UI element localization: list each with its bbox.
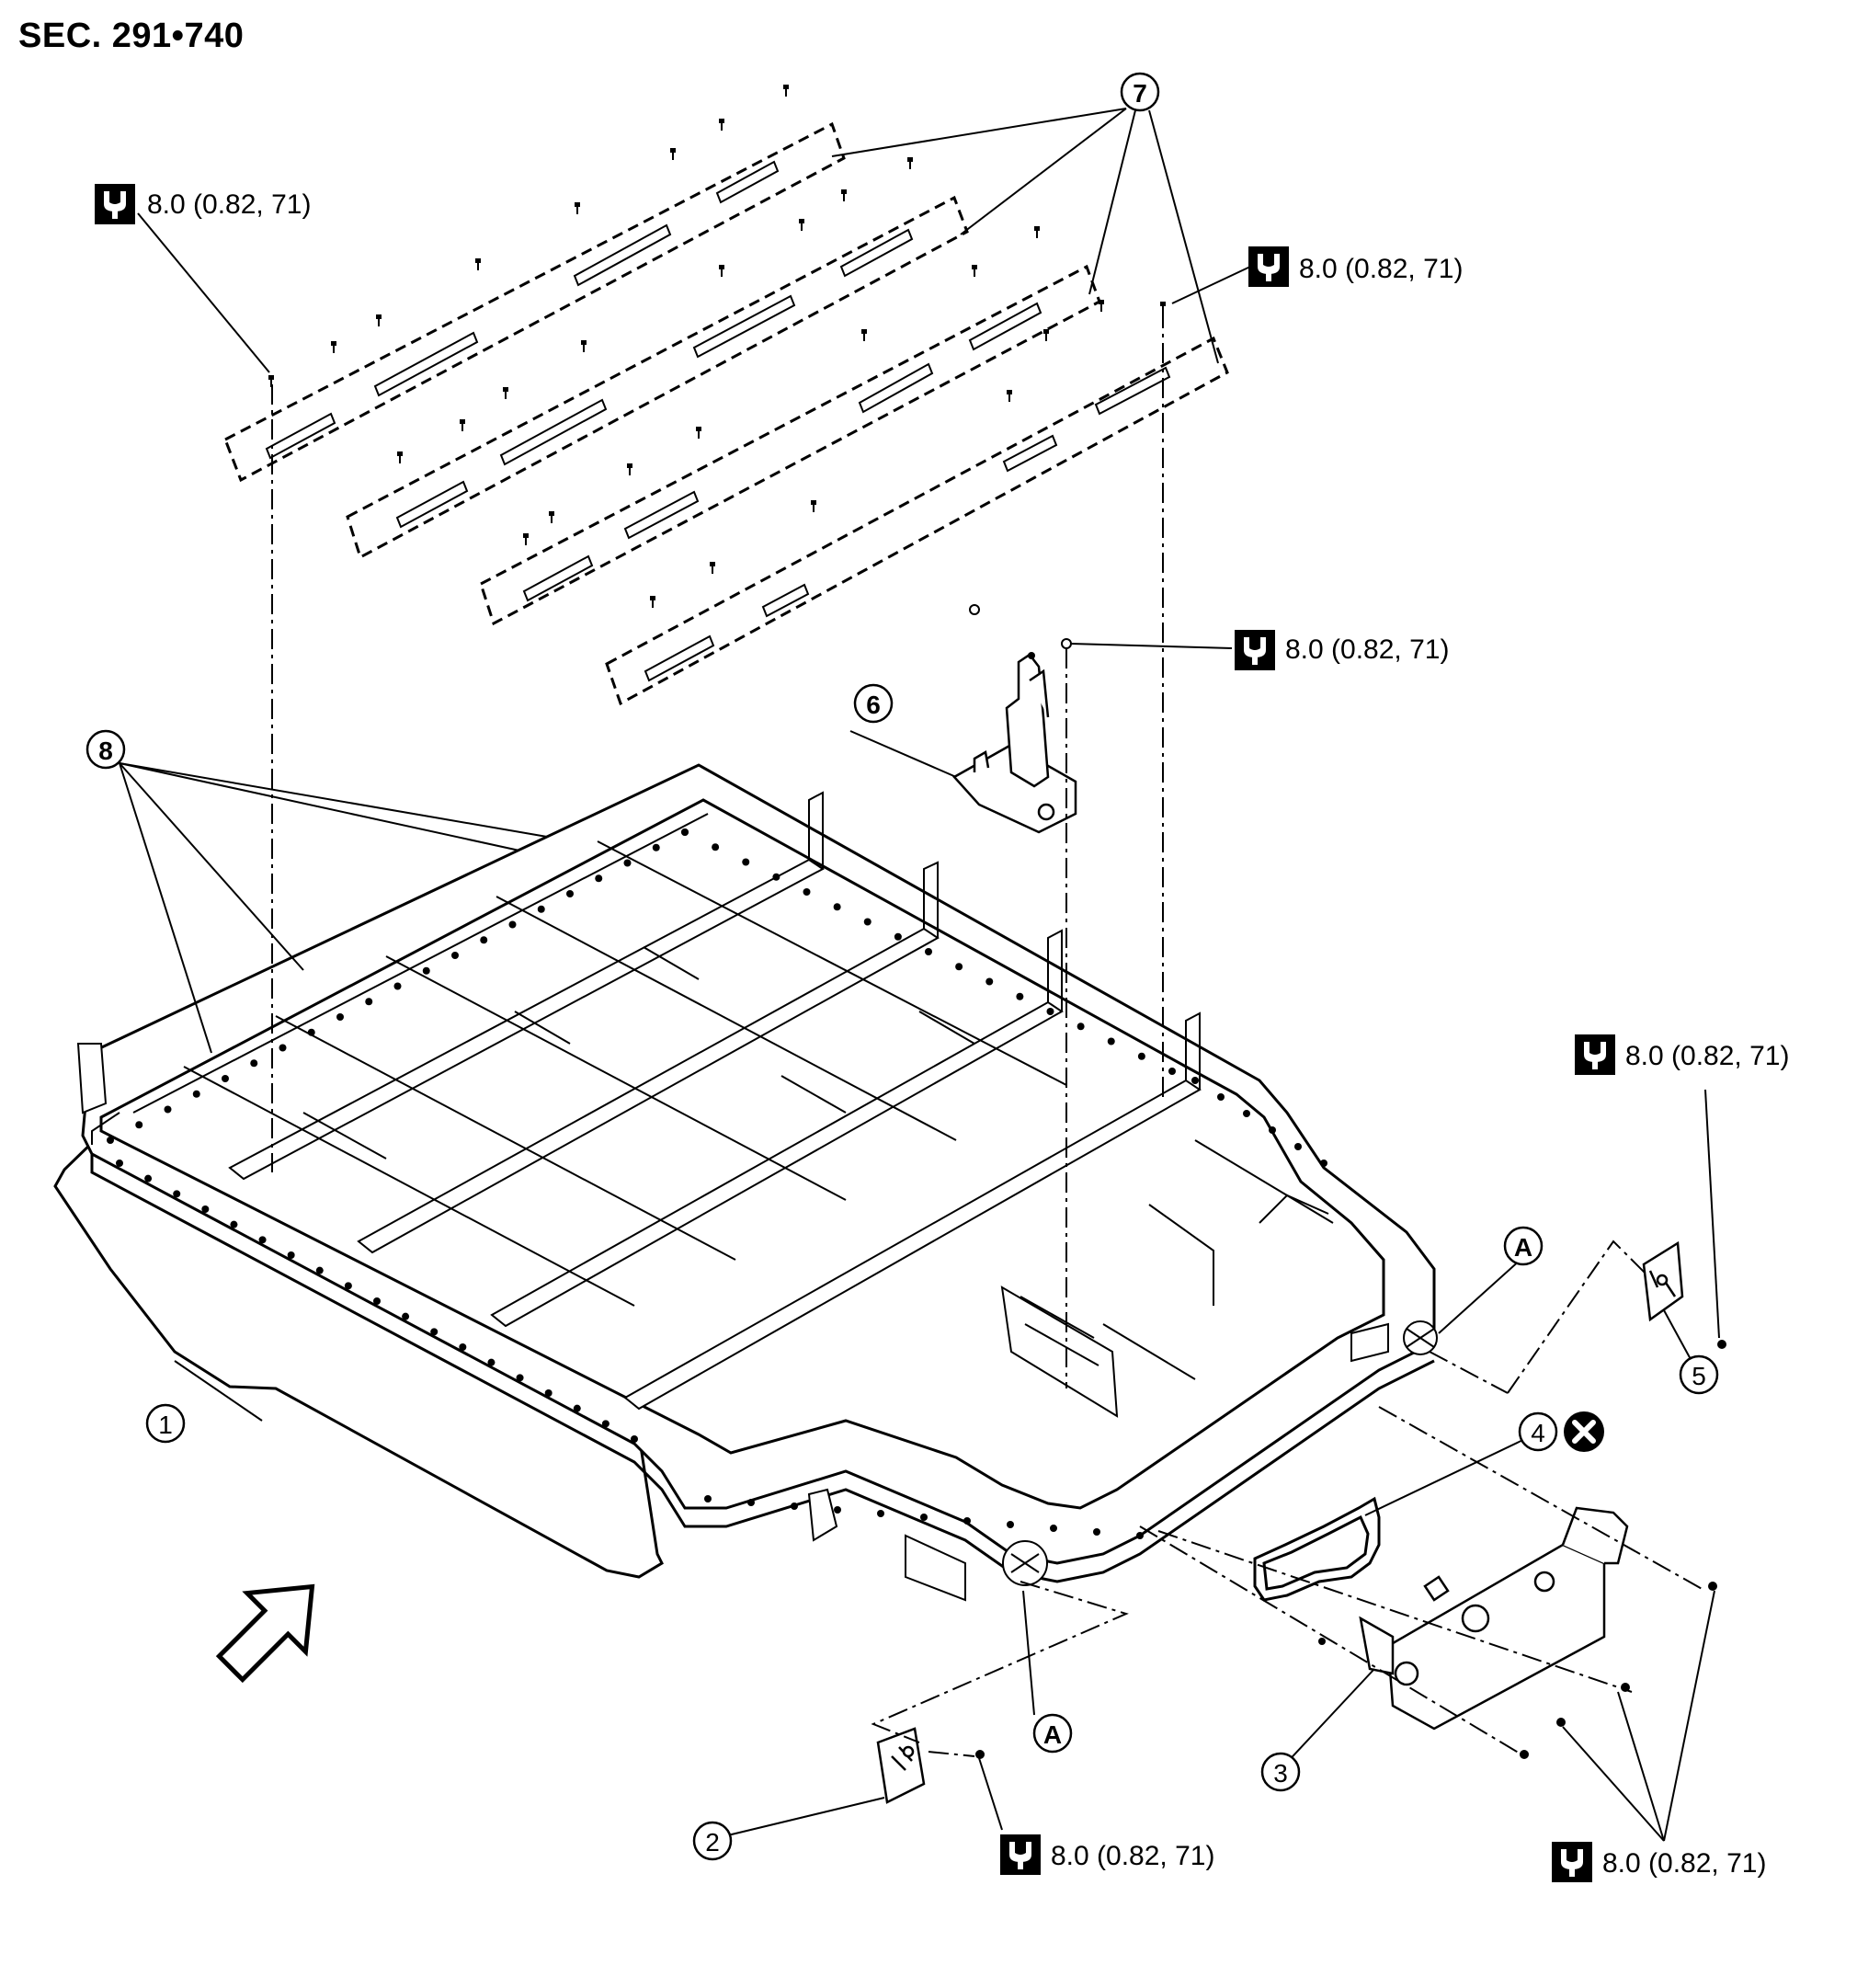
reinforcement-plate-4 (605, 336, 1229, 706)
reinforcement-plate-1 (223, 121, 846, 483)
svg-text:A: A (1514, 1233, 1532, 1262)
callout-1: 1 (145, 1403, 186, 1444)
svg-text:8.0 (0.82, 71): 8.0 (0.82, 71) (1602, 1848, 1766, 1879)
torque-wrench-icon (95, 184, 135, 224)
reference-a-upper: A (1503, 1226, 1544, 1266)
reference-a-lower: A (1032, 1713, 1073, 1754)
svg-text:7: 7 (1133, 79, 1147, 108)
part-3-cover (1359, 1506, 1629, 1731)
reinforcement-plates-group (223, 121, 1229, 706)
leader-lines (119, 108, 1720, 1842)
callout-4: 4 (1518, 1411, 1558, 1452)
frame-bolt-holes (107, 828, 1327, 1539)
svg-text:8.0 (0.82, 71): 8.0 (0.82, 71) (147, 189, 311, 220)
part-5-bracket (1642, 1240, 1684, 1322)
torque-wrench-icon (1235, 630, 1275, 670)
svg-text:8.0 (0.82, 71): 8.0 (0.82, 71) (1299, 254, 1463, 284)
torque-label-4: 8.0 (0.82, 71) (1575, 1034, 1789, 1075)
section-code: SEC. 291•740 (18, 17, 245, 55)
svg-text:8.0 (0.82, 71): 8.0 (0.82, 71) (1051, 1841, 1214, 1871)
torque-label-6: 8.0 (0.82, 71) (1552, 1842, 1766, 1882)
svg-text:4: 4 (1531, 1419, 1545, 1447)
plate-brackets (265, 160, 1171, 682)
callout-3: 3 (1260, 1752, 1301, 1792)
svg-text:2: 2 (705, 1828, 720, 1857)
torque-wrench-icon (1552, 1842, 1592, 1882)
svg-text:8: 8 (98, 737, 113, 765)
part-4-gasket (1253, 1496, 1381, 1602)
reinforcement-plate-2 (346, 195, 969, 560)
callout-8: 8 (85, 729, 126, 770)
torque-label-2: 8.0 (0.82, 71) (1248, 246, 1463, 287)
front-direction-arrow-icon (215, 1583, 315, 1684)
svg-text:6: 6 (866, 691, 881, 719)
battery-tray-frame (53, 763, 1438, 1602)
svg-text:A: A (1043, 1720, 1062, 1749)
torque-label-1: 8.0 (0.82, 71) (95, 184, 311, 224)
callout-2: 2 (692, 1821, 733, 1861)
svg-text:5: 5 (1692, 1362, 1706, 1390)
callout-5: 5 (1679, 1354, 1719, 1395)
torque-label-5: 8.0 (0.82, 71) (1000, 1834, 1214, 1875)
callout-7: 7 (1120, 72, 1160, 112)
callout-6: 6 (853, 683, 894, 724)
torque-wrench-icon (1575, 1034, 1615, 1075)
torque-wrench-icon (1000, 1834, 1041, 1875)
svg-text:8.0 (0.82, 71): 8.0 (0.82, 71) (1625, 1041, 1789, 1071)
svg-text:8.0 (0.82, 71): 8.0 (0.82, 71) (1285, 634, 1449, 665)
svg-text:3: 3 (1273, 1759, 1288, 1788)
torque-label-3: 8.0 (0.82, 71) (1235, 630, 1449, 670)
torque-wrench-icon (1248, 246, 1289, 287)
small-bolts (969, 604, 1726, 1759)
do-not-reuse-icon (1564, 1411, 1604, 1452)
part-6-bracket (952, 653, 1077, 834)
phantom-lines (271, 308, 1706, 1757)
part-2-bracket (876, 1727, 926, 1804)
svg-text:1: 1 (158, 1411, 173, 1439)
